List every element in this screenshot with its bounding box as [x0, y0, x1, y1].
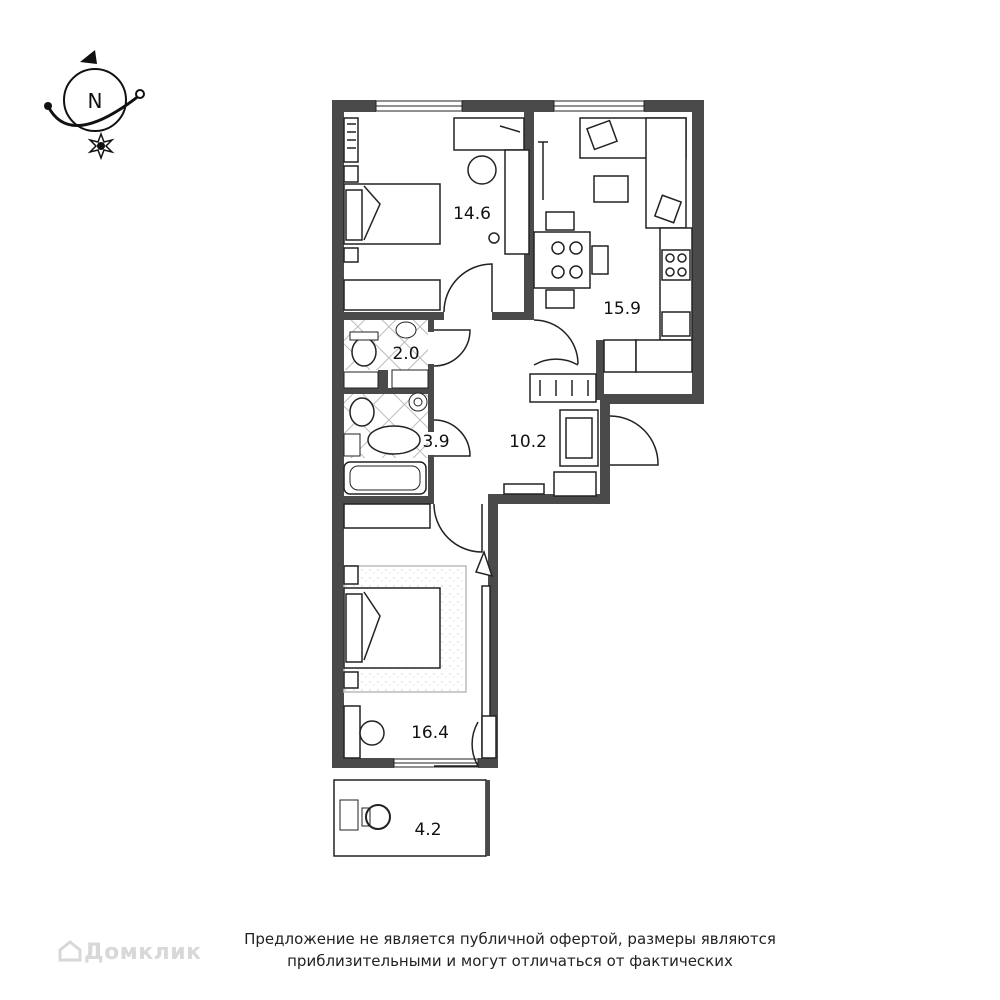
- room-area-toilet: 2.0: [392, 344, 419, 364]
- bathroom-room: [343, 392, 428, 495]
- watermark: Домклик: [58, 940, 202, 965]
- bath-sink-icon: [367, 425, 421, 455]
- sun-icon: [87, 131, 115, 161]
- house-icon: [58, 940, 82, 962]
- chair-2: [359, 720, 385, 746]
- disclaimer-line-2: приблизительными и могут отличаться от ф…: [287, 952, 733, 970]
- stove-icon: [661, 249, 691, 281]
- windows: [375, 100, 645, 768]
- bedroom-1-furniture: [343, 117, 530, 311]
- desk-2: [343, 705, 361, 759]
- bedroom-2-furniture: [343, 503, 497, 759]
- fridge: [603, 339, 637, 373]
- plant-icon: [474, 549, 494, 578]
- disclaimer: Предложение не является публичной оферто…: [200, 928, 820, 972]
- compass-north-label: N: [88, 89, 103, 113]
- room-area-bathroom: 3.9: [422, 432, 449, 452]
- wardrobe-1: [343, 279, 441, 311]
- dining-table: [533, 231, 591, 289]
- toilet-room: [343, 320, 429, 389]
- disclaimer-line-1: Предложение не является публичной оферто…: [244, 930, 776, 948]
- toilet-icon: [351, 337, 377, 367]
- room-labels: 14.6 15.9 2.0 3.9 10.2 16.4 4.2: [392, 204, 640, 840]
- bathtub: [343, 461, 427, 495]
- compass-ring: [63, 68, 127, 132]
- room-area-hallway: 10.2: [509, 432, 547, 452]
- toilet-2-icon: [349, 397, 375, 427]
- desk: [453, 117, 525, 151]
- desk-chair: [467, 155, 497, 185]
- north-arrow-icon: [80, 50, 97, 64]
- sink-icon: [395, 321, 417, 339]
- room-area-bedroom-1: 14.6: [453, 204, 491, 224]
- balcony: [333, 779, 490, 857]
- doors: [433, 263, 659, 767]
- coffee-table: [593, 175, 629, 203]
- wardrobe-2: [343, 503, 431, 529]
- hallway-furniture: [503, 373, 599, 497]
- living-furniture: [533, 117, 693, 373]
- room-area-balcony: 4.2: [414, 820, 441, 840]
- compass: N: [44, 50, 145, 161]
- room-area-bedroom-2: 16.4: [411, 723, 449, 743]
- watermark-text: Домклик: [84, 940, 202, 965]
- room-area-living-kitchen: 15.9: [603, 299, 641, 319]
